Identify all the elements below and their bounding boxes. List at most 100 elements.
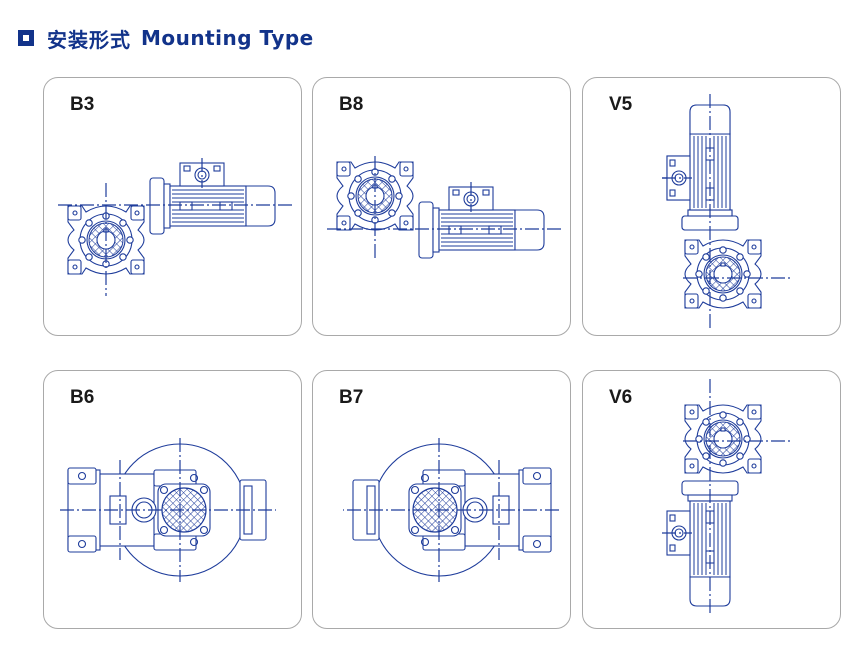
corner-lug bbox=[684, 239, 699, 255]
lug-left-bottom bbox=[67, 535, 97, 553]
terminal-lug bbox=[482, 189, 490, 196]
gearbox-top-view bbox=[343, 438, 559, 582]
corner-lug bbox=[684, 404, 699, 420]
flange-bolt bbox=[743, 270, 751, 278]
gearmotor-drawing-b7 bbox=[343, 438, 559, 582]
flange-bolt bbox=[450, 525, 460, 535]
fan-cover bbox=[689, 576, 731, 607]
assembly bbox=[58, 158, 292, 296]
corner-lug bbox=[336, 215, 351, 231]
mounting-card-b7: B7 bbox=[312, 370, 571, 629]
flange-bolt bbox=[736, 452, 744, 460]
gearmotor-drawing-b8 bbox=[327, 156, 561, 259]
section-title-english: Mounting Type bbox=[141, 26, 314, 50]
flange-bolt bbox=[736, 287, 744, 295]
mount-hole bbox=[751, 463, 757, 469]
gearbox-housing bbox=[684, 239, 762, 309]
terminal-lug bbox=[452, 189, 460, 196]
flange-bolt bbox=[78, 236, 86, 244]
square-bullet-icon bbox=[18, 30, 34, 46]
keyway bbox=[720, 427, 726, 432]
keyway bbox=[720, 262, 726, 267]
flange-bolt bbox=[702, 452, 710, 460]
corner-lug bbox=[747, 293, 762, 309]
flange-neck bbox=[163, 183, 171, 229]
flange-bolt bbox=[395, 192, 403, 200]
lug-hole bbox=[189, 537, 199, 547]
motor bbox=[149, 158, 276, 235]
section-title-chinese: 安装形式 bbox=[47, 27, 131, 52]
mounting-label: V6 bbox=[609, 387, 633, 408]
fan-cover bbox=[514, 209, 545, 251]
flange-bolt bbox=[199, 525, 209, 535]
flange-bolt bbox=[719, 411, 727, 419]
assembly bbox=[327, 156, 561, 259]
terminal-lug bbox=[669, 189, 676, 197]
bore bbox=[713, 264, 733, 284]
corner-lug bbox=[67, 205, 82, 221]
gearbox-top-view bbox=[60, 438, 276, 582]
flange-bolt bbox=[159, 525, 169, 535]
mount-hole bbox=[689, 463, 695, 469]
gearmotor-drawing-v6 bbox=[662, 379, 793, 616]
terminal-lug bbox=[213, 165, 221, 172]
flange-bolt bbox=[354, 209, 362, 217]
gearbox bbox=[684, 404, 762, 474]
motor-group bbox=[418, 182, 545, 259]
mount-hole bbox=[72, 264, 78, 270]
motor bbox=[662, 480, 739, 607]
lug-left-top bbox=[522, 467, 552, 485]
terminal-lug bbox=[669, 514, 676, 522]
motor-group bbox=[662, 480, 739, 607]
lug-hole bbox=[532, 539, 542, 549]
flange-bolt bbox=[719, 294, 727, 302]
lug-left-top bbox=[67, 467, 97, 485]
bore bbox=[713, 429, 733, 449]
flange-neck bbox=[432, 207, 440, 253]
section-header: 安装形式 Mounting Type bbox=[18, 24, 314, 52]
fin-slot bbox=[488, 225, 502, 235]
mount-hole bbox=[403, 166, 409, 172]
gearbox bbox=[684, 239, 762, 309]
corner-lug bbox=[130, 205, 145, 221]
assembly bbox=[60, 438, 276, 582]
assembly bbox=[662, 379, 793, 616]
corner-lug bbox=[399, 215, 414, 231]
assembly bbox=[662, 94, 793, 330]
terminal-lug bbox=[669, 159, 676, 167]
motor bbox=[662, 104, 739, 231]
lug-hole bbox=[420, 537, 430, 547]
lug-hole bbox=[532, 471, 542, 481]
flange-bolt bbox=[347, 192, 355, 200]
mount-hole bbox=[134, 264, 140, 270]
mounting-card-b8: B8 bbox=[312, 77, 571, 336]
gearbox-housing bbox=[684, 404, 762, 474]
assembly bbox=[343, 438, 559, 582]
flange-bolt bbox=[119, 219, 127, 227]
mounting-label: B6 bbox=[70, 387, 95, 408]
lug-hole bbox=[77, 471, 87, 481]
flange-bolt bbox=[695, 270, 703, 278]
flange-bolt bbox=[85, 219, 93, 227]
mount-hole bbox=[689, 409, 695, 415]
terminal-lug bbox=[669, 544, 676, 552]
flange-bolt bbox=[85, 253, 93, 261]
flange-bolt bbox=[119, 253, 127, 261]
flange-bolt bbox=[388, 175, 396, 183]
flange-bolt bbox=[719, 459, 727, 467]
corner-lug bbox=[336, 161, 351, 177]
lug-hole bbox=[189, 473, 199, 483]
corner-lug bbox=[747, 239, 762, 255]
flange-bolt bbox=[736, 418, 744, 426]
motor-flange bbox=[418, 201, 434, 259]
flange-bolt bbox=[410, 485, 420, 495]
mounting-label: B8 bbox=[339, 94, 364, 115]
mount-hole bbox=[341, 166, 347, 172]
flange-bolt bbox=[159, 485, 169, 495]
fin-slot bbox=[448, 225, 462, 235]
flange-bolt bbox=[702, 253, 710, 261]
lug-hole bbox=[420, 473, 430, 483]
mount-hole bbox=[134, 210, 140, 216]
mounting-label: B7 bbox=[339, 387, 364, 408]
mounting-card-v6: V6 bbox=[582, 370, 841, 629]
